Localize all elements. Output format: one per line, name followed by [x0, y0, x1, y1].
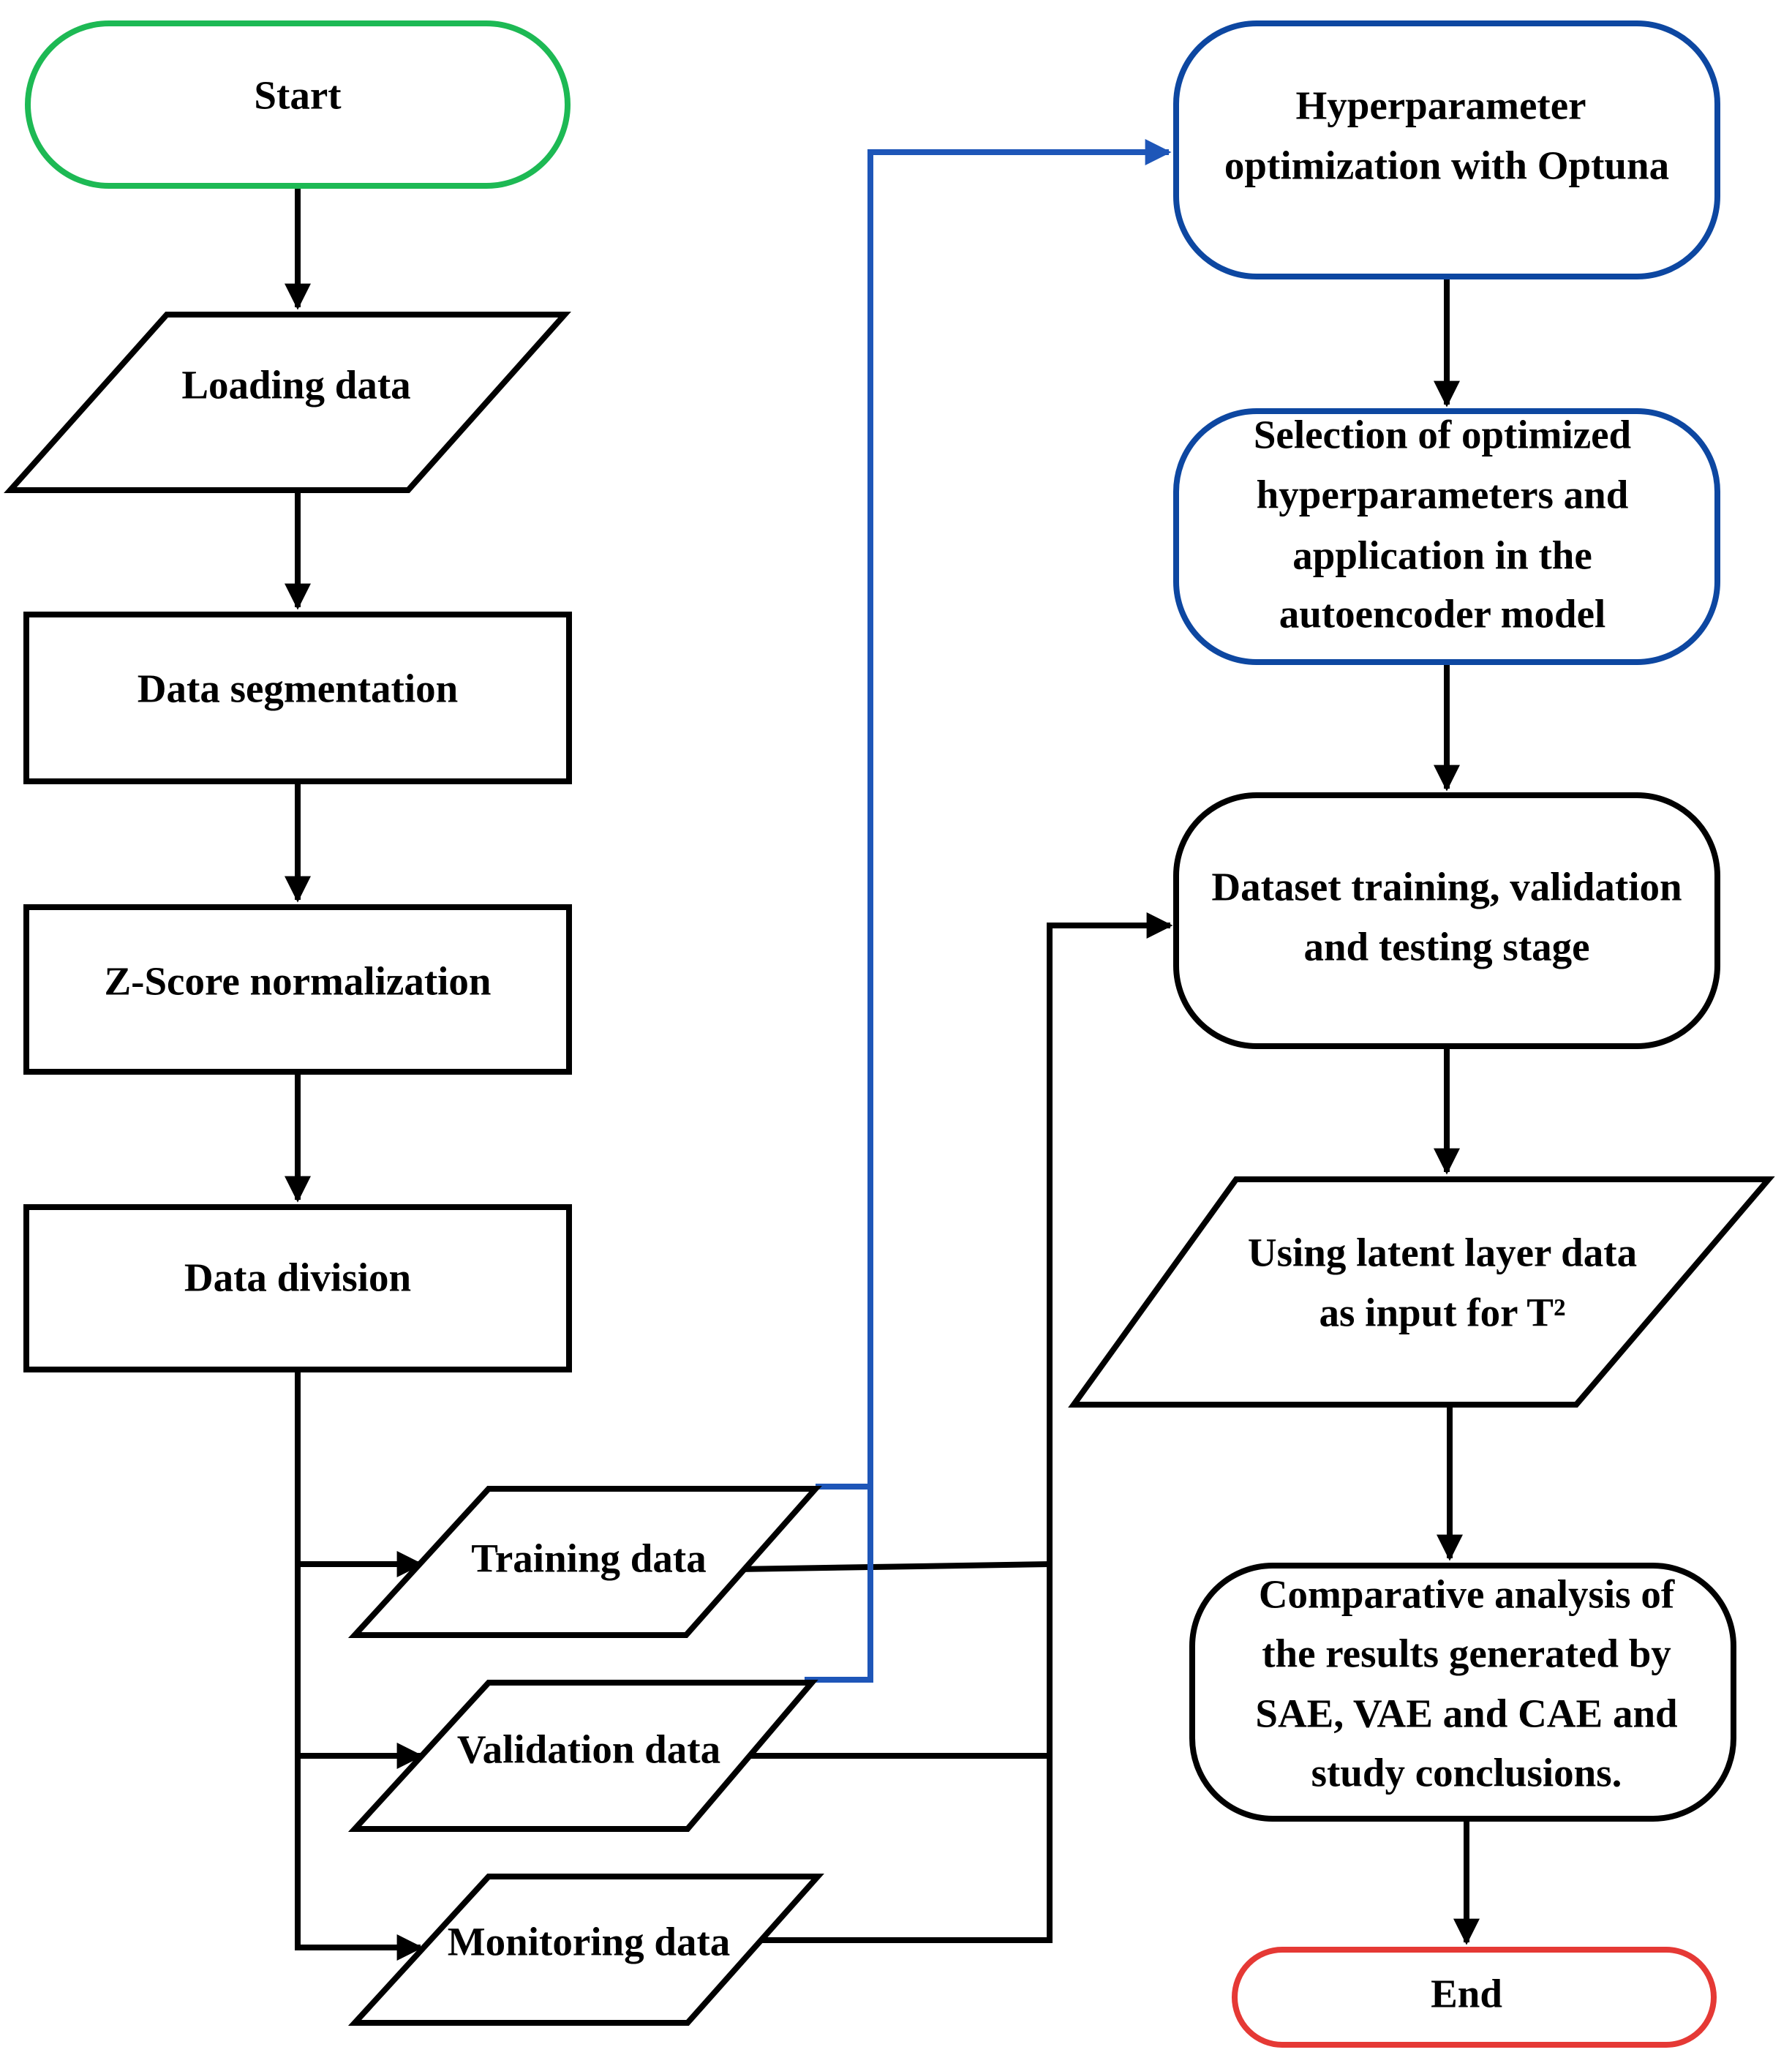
training-stage-label: Dataset training, validation [1211, 865, 1682, 909]
end-terminal-shape [1232, 1947, 1717, 2048]
selection-label: hyperparameters and [1257, 473, 1629, 517]
comparative-label: study conclusions. [1311, 1751, 1622, 1795]
training-stage-label: and testing stage [1303, 925, 1589, 969]
loading-data-label: Loading data [181, 363, 410, 407]
node-training-stage: Dataset training, validation and testing… [1173, 792, 1720, 1049]
selection-label: autoencoder model [1279, 592, 1606, 636]
comparative-label: the results generated by [1262, 1631, 1671, 1676]
node-monitoring-data: Monitoring data [347, 1874, 824, 2026]
node-loading-data: Loading data [4, 312, 571, 493]
node-latent-layer: Using latent layer data as input for T² [1068, 1176, 1775, 1408]
latent-layer-parallelogram [1068, 1176, 1775, 1408]
node-selection: Selection of optimized hyperparameters a… [1173, 408, 1720, 665]
node-training-data: Training data [347, 1486, 822, 1638]
node-start: Start [25, 20, 571, 189]
node-data-segmentation: Data segmentation [23, 612, 572, 784]
hyperopt-box [1173, 20, 1720, 279]
node-comparative-analysis: Comparative analysis of the results gene… [1189, 1563, 1736, 1822]
zscore-label: Z-Score normalization [104, 959, 491, 1004]
data-segmentation-label: Data segmentation [138, 666, 458, 711]
hyperopt-label: Hyperparameter [1295, 83, 1586, 128]
training-stage-box [1173, 792, 1720, 1049]
selection-box [1173, 408, 1720, 665]
data-segmentation-box [23, 612, 572, 784]
data-division-label: Data division [184, 1255, 411, 1300]
edge-monitoring-to-stage [755, 912, 1173, 1943]
node-hyperparameter-optimization: Hyperparameter optimization with Optuna [1173, 20, 1720, 279]
validation-data-label: Validation data [457, 1727, 720, 1772]
loading-data-parallelogram [4, 312, 571, 493]
monitoring-data-label: Monitoring data [448, 1920, 731, 1964]
start-terminal-shape [25, 20, 571, 189]
edge-training-to-stage [738, 1561, 1050, 1572]
validation-data-parallelogram [347, 1680, 818, 1832]
edge-optuna-path [805, 152, 1169, 1683]
training-data-parallelogram [347, 1486, 822, 1638]
node-data-division: Data division [23, 1204, 572, 1372]
selection-label: application in the [1292, 533, 1592, 578]
data-division-box [23, 1204, 572, 1372]
start-label: Start [254, 73, 342, 118]
node-end: End [1232, 1947, 1717, 2048]
zscore-box [23, 904, 572, 1075]
hyperopt-label: optimization with Optuna [1224, 143, 1669, 188]
connectors [285, 152, 1480, 1961]
training-data-label: Training data [471, 1536, 706, 1581]
latent-layer-label: Using latent layer data [1248, 1231, 1637, 1275]
end-label: End [1431, 1972, 1502, 2016]
comparative-label: Comparative analysis of [1259, 1572, 1675, 1617]
latent-layer-label: as input for T² [1319, 1291, 1566, 1335]
comparative-box [1189, 1563, 1736, 1822]
comparative-label: SAE, VAE and CAE and [1255, 1691, 1677, 1736]
node-zscore: Z-Score normalization [23, 904, 572, 1075]
monitoring-data-parallelogram [347, 1874, 824, 2026]
selection-label: Selection of optimized [1254, 413, 1631, 457]
edge-division-trunk [295, 1370, 423, 1961]
node-validation-data: Validation data [347, 1680, 818, 1832]
